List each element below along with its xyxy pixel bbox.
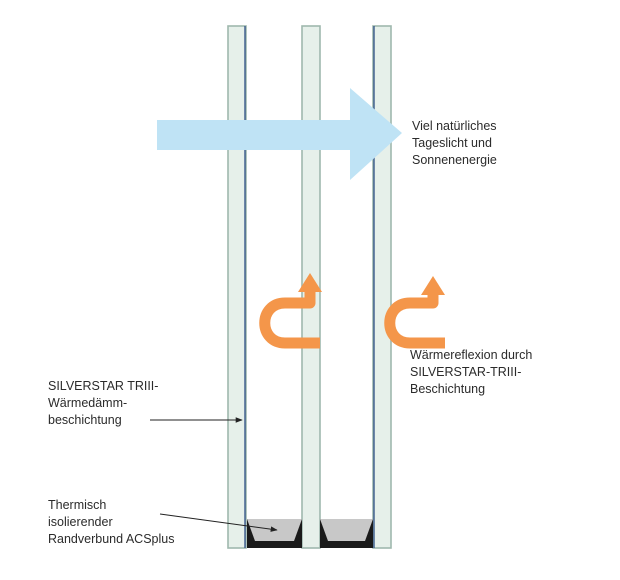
coating-label-line-3: beschichtung [48, 413, 122, 427]
light-label-line-1: Viel natürliches [412, 119, 497, 133]
spacer-pointer [159, 513, 278, 532]
reflection-label-line-3: Beschichtung [410, 382, 486, 396]
reflection-label-line-2: SILVERSTAR-TRIII- [410, 365, 522, 379]
edge-seal-gap-2 [320, 519, 373, 548]
spacer-label-line-3: Randverbund ACSplus [48, 532, 175, 546]
light-label-line-3: Sonnenenergie [412, 153, 497, 167]
light-label-line-2: Tageslicht und [412, 136, 492, 150]
reflection-label-line-1: Wärmereflexion durch [410, 348, 533, 362]
edge-seal-gap-1 [247, 519, 302, 548]
right-arrow-icon [157, 88, 402, 180]
spacer-label-line-1: Thermisch [48, 498, 107, 512]
u-turn-arrow-icon [259, 273, 322, 349]
coating-label-line-1: SILVERSTAR TRIII- [48, 379, 159, 393]
spacer-label-line-2: isolierender [48, 515, 113, 529]
glass-pane-inner [372, 25, 392, 549]
u-turn-arrow-icon [384, 276, 445, 349]
heat-reflection-label: Wärmereflexion durch SILVERSTAR-TRIII- B… [410, 347, 532, 398]
light-energy-label: Viel natürliches Tageslicht und Sonnenen… [412, 118, 497, 169]
edge-seal-label: Thermisch isolierender Randverbund ACSpl… [48, 497, 174, 548]
coating-label: SILVERSTAR TRIII- Wärmedämm- beschichtun… [48, 378, 158, 429]
glass-pane-outer [227, 25, 247, 549]
coating-label-line-2: Wärmedämm- [48, 396, 128, 410]
